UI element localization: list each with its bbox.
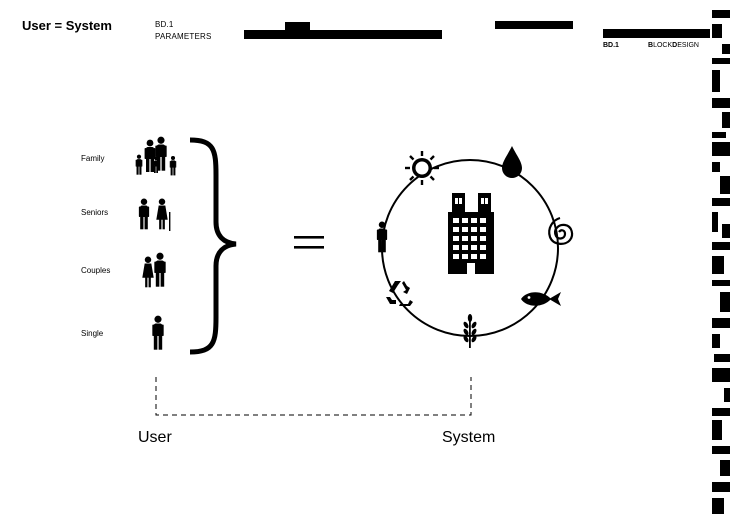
brand-letter: B [648, 42, 654, 49]
user-caption: User [138, 429, 172, 446]
edge-pattern [712, 10, 730, 514]
brand-letter: D [672, 42, 678, 49]
couples-icon [142, 252, 166, 288]
category-seniors-label: Seniors [81, 208, 109, 217]
equals-sign [294, 236, 324, 249]
brand-text: LOCK [653, 42, 673, 49]
sheet-code: BD.1 [155, 20, 174, 29]
sheet-subtitle: PARAMETERS [155, 32, 212, 41]
recycle-icon [386, 281, 413, 306]
header-bar-tab [285, 22, 310, 31]
seniors-icon [138, 198, 171, 231]
brand-name: BLOCKDESIGN [648, 42, 699, 49]
brand-text: ESIGN [677, 42, 699, 49]
building-icon [448, 193, 494, 274]
header-bar-mid [495, 21, 573, 29]
grouping-brace [189, 137, 237, 355]
category-couples-label: Couples [81, 266, 111, 275]
category-single-label: Single [81, 329, 104, 338]
category-family-label: Family [81, 154, 105, 163]
sheet-code-block: BD.1 PARAMETERS [155, 19, 212, 43]
single-person-icon [152, 315, 164, 350]
spiral-icon [548, 216, 574, 245]
page-title: User = System [22, 18, 112, 33]
system-caption: System [442, 429, 496, 446]
water-drop-icon [502, 146, 522, 178]
header-bar-right [603, 29, 710, 38]
dashed-connector [155, 377, 472, 416]
fish-icon [521, 292, 561, 306]
wheat-icon [463, 314, 477, 348]
family-icon [135, 136, 177, 176]
brand-code: BD.1 [603, 42, 619, 49]
header-bar-long [244, 30, 442, 39]
sun-icon [405, 151, 439, 185]
